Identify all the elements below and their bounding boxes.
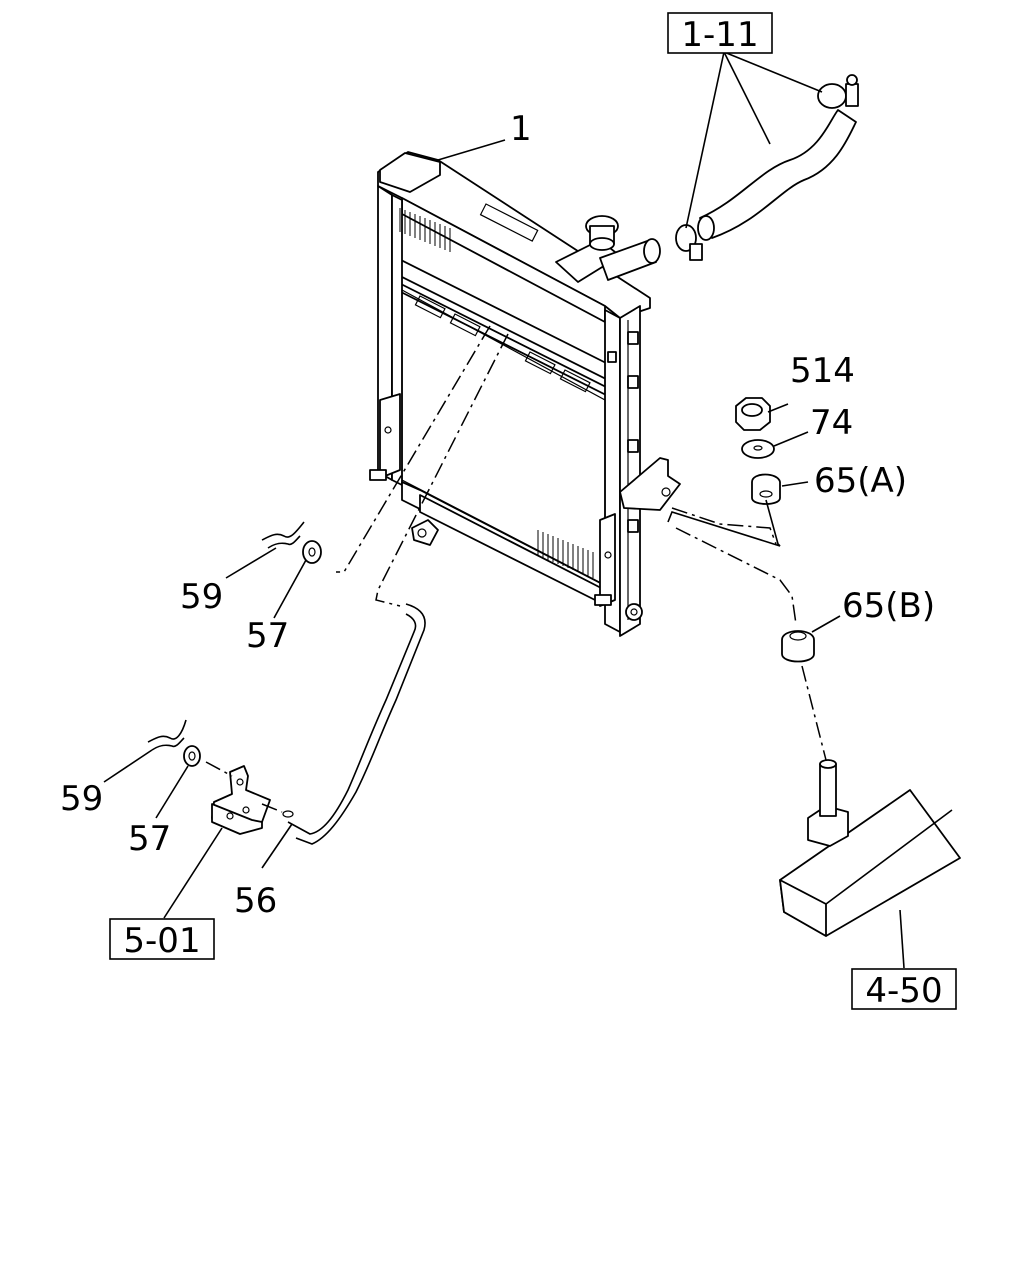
- callout-cushion-a: 65(A): [814, 461, 907, 501]
- core-fins-upper: [399, 208, 451, 252]
- callout-washer: 74: [810, 403, 853, 443]
- washer-lower: [183, 745, 201, 767]
- mounting-stack: [619, 397, 827, 761]
- reference-upper-hose-text: 1-11: [681, 15, 758, 55]
- clip-lower: [147, 719, 187, 751]
- callout-labels: 1 514 74 65(A) 65(B) 59 57 59 57 56: [60, 109, 935, 921]
- reference-frame-text: 4-50: [865, 971, 942, 1011]
- upper-radiator-hose: [675, 51, 859, 261]
- washer-upper: [302, 540, 322, 564]
- clip-upper: [261, 521, 305, 549]
- callout-washer-lower: 57: [128, 819, 171, 859]
- reference-bracket-text: 5-01: [123, 921, 200, 961]
- reference-box-upper-hose[interactable]: 1-11: [667, 12, 773, 55]
- hose-bracket: [205, 761, 283, 835]
- callout-cushion-b: 65(B): [842, 586, 935, 626]
- leader-lines: [103, 139, 841, 919]
- callout-clip-lower: 59: [60, 779, 103, 819]
- callout-cap-nut: 514: [790, 351, 855, 391]
- radiator-assembly: [369, 151, 661, 637]
- callout-drain-hose: 56: [234, 881, 277, 921]
- callout-washer-upper: 57: [246, 616, 289, 656]
- callout-clip-upper: 59: [180, 577, 223, 617]
- core-fins-lower: [537, 530, 594, 578]
- frame-member: [779, 759, 961, 969]
- reference-box-frame[interactable]: 4-50: [851, 968, 957, 1011]
- reference-box-bracket[interactable]: 5-01: [109, 918, 215, 961]
- drain-hose: [282, 325, 509, 845]
- callout-radiator: 1: [510, 109, 532, 149]
